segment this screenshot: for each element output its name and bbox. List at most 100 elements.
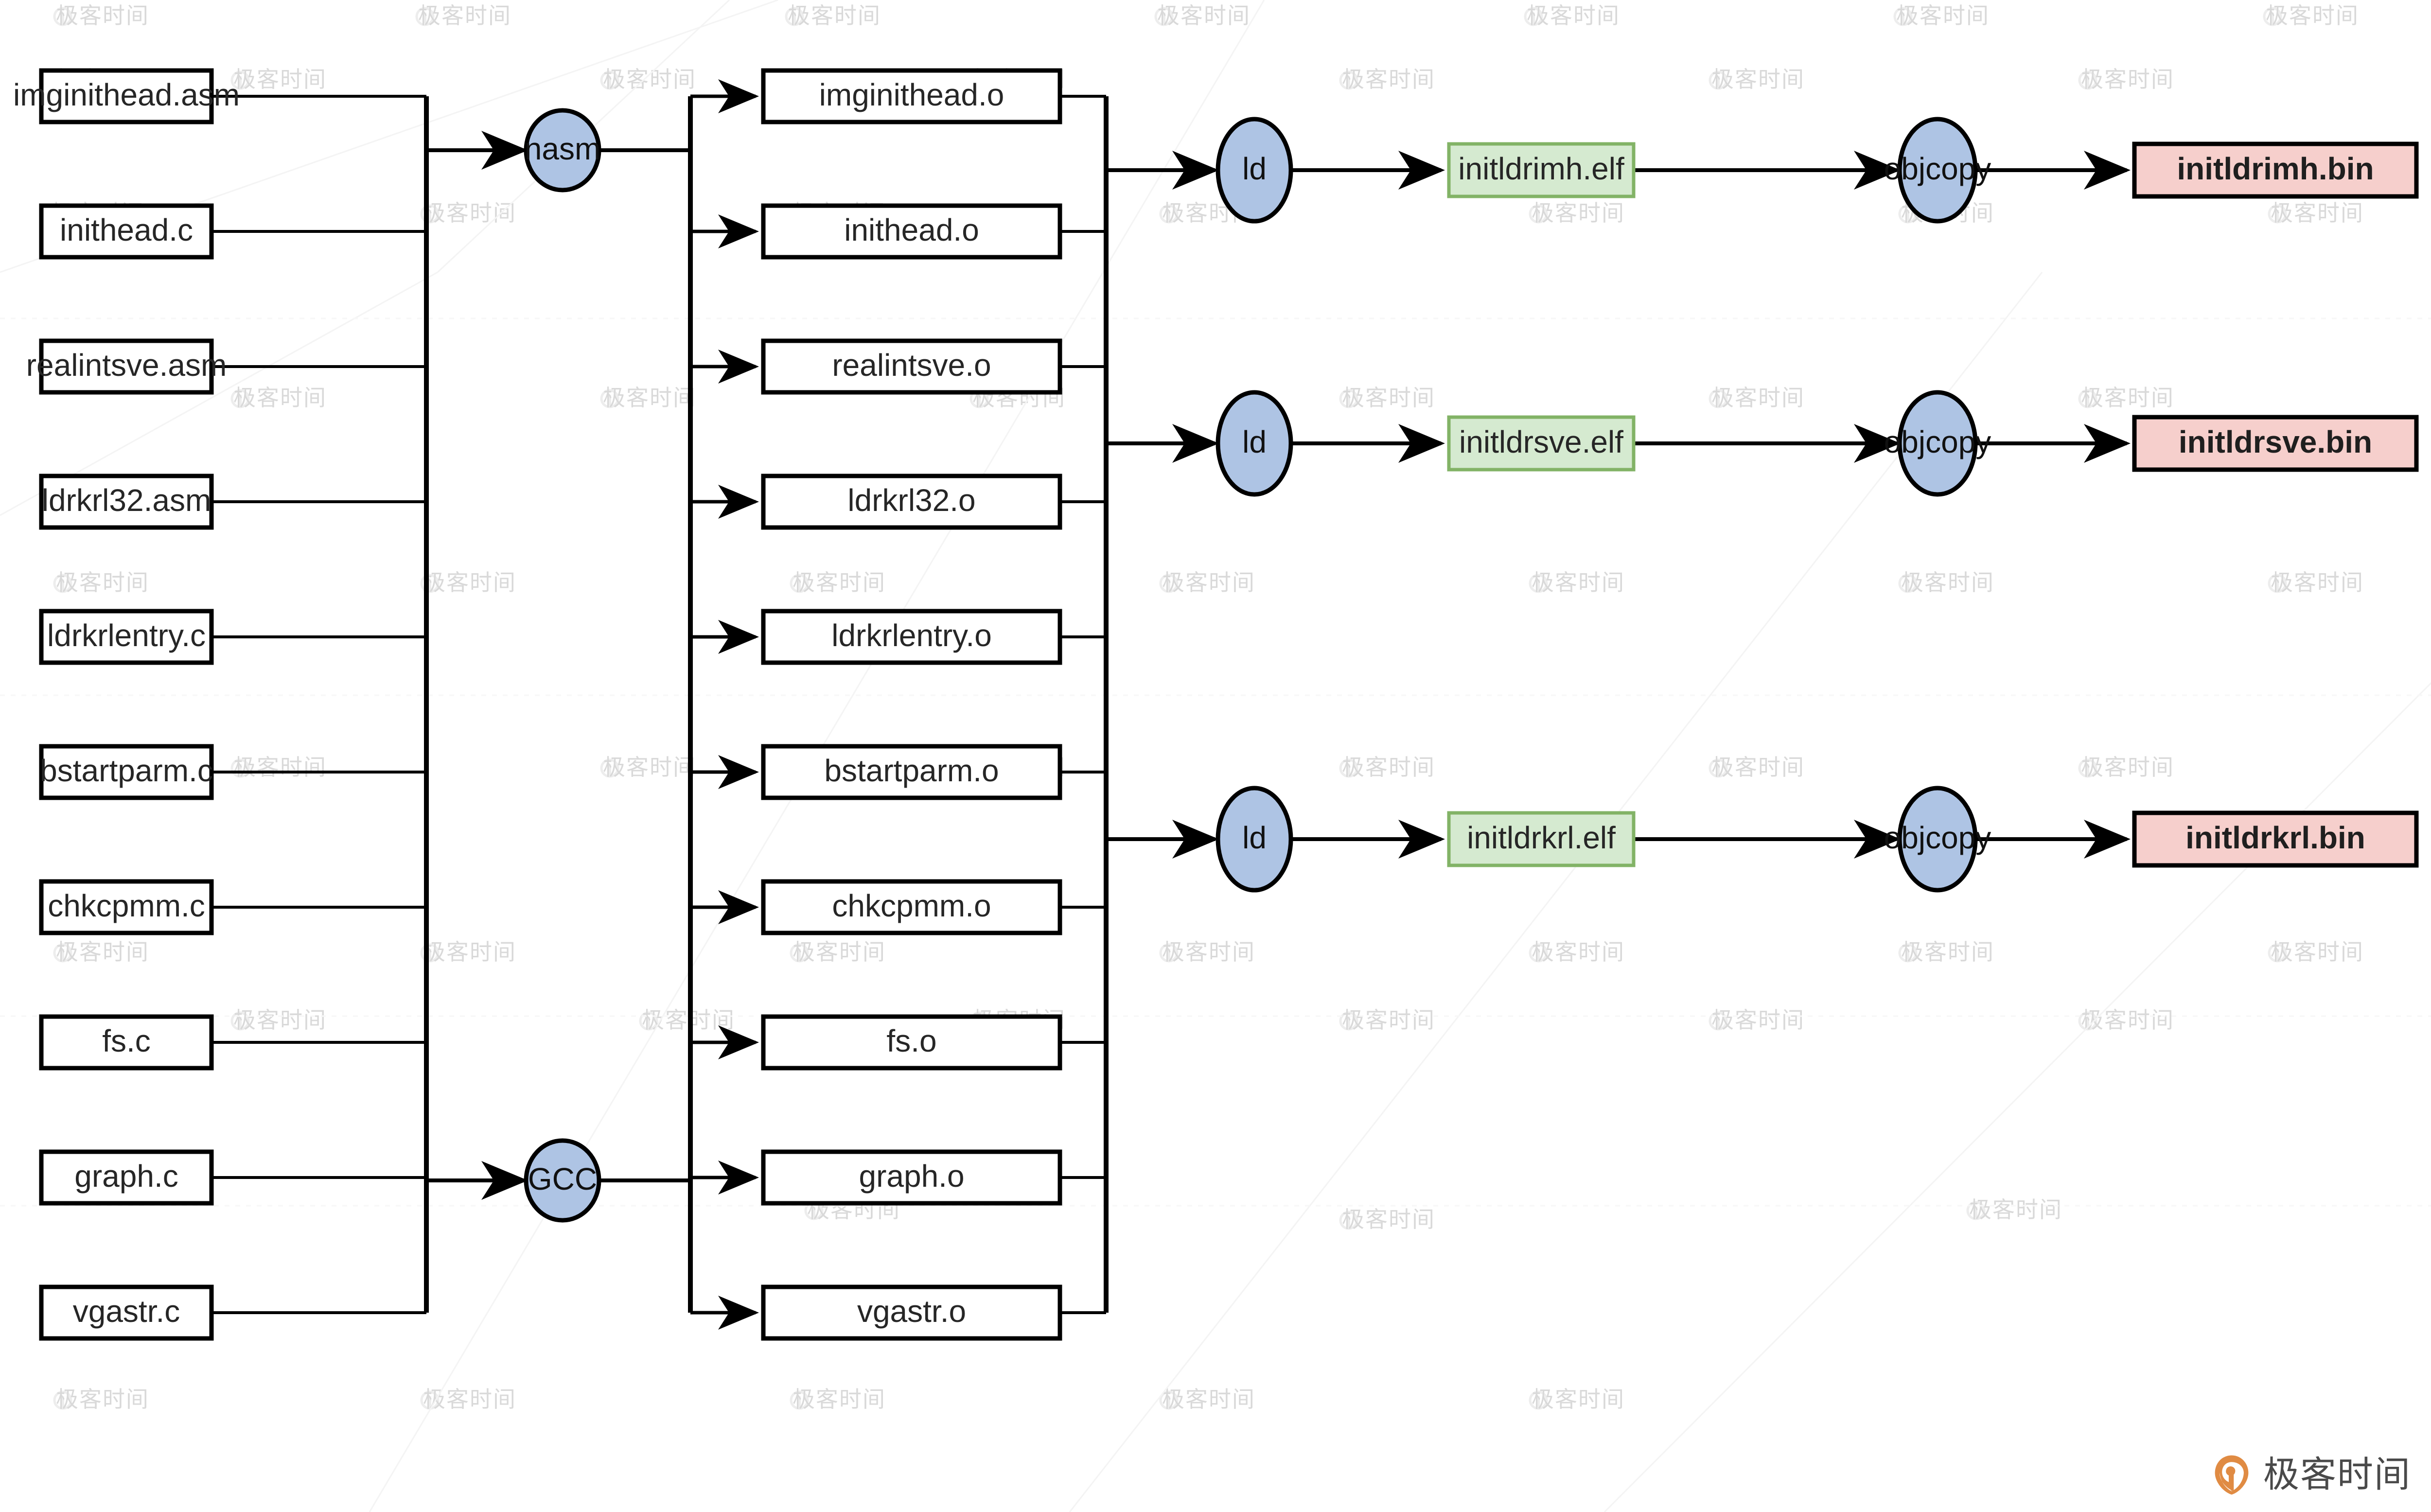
watermark-text: 极客时间 [1162, 1387, 1255, 1412]
watermark: 极客时间 [1529, 939, 1624, 965]
watermark: 极客时间 [1709, 755, 1804, 780]
watermark-text: 极客时间 [1969, 1197, 2062, 1222]
bin-output-1[interactable]: initldrsve.bin [2132, 415, 2419, 472]
watermark: 极客时间 [420, 200, 515, 226]
source-file-0[interactable]: imginithead.asm [13, 68, 240, 124]
watermark: 极客时间 [1898, 570, 1994, 595]
elf-output-1[interactable]: initldrsve.elf [1447, 415, 1636, 472]
watermark-text: 极客时间 [2081, 755, 2174, 780]
watermark-text: 极客时间 [1901, 939, 1994, 965]
watermark: 极客时间 [600, 755, 696, 780]
watermark-text: 极客时间 [1342, 385, 1435, 410]
object-file-3[interactable]: ldrkrl32.o [761, 474, 1062, 530]
watermark-text: 极客时间 [1342, 1207, 1435, 1232]
object-file-1[interactable]: inithead.o [761, 203, 1062, 260]
watermark: 极客时间 [230, 1007, 326, 1033]
source-file-7[interactable]: fs.c [39, 1014, 214, 1071]
source-file-3[interactable]: ldrkrl32.asm [39, 474, 214, 530]
watermark-text: 极客时间 [1527, 3, 1620, 28]
watermark-text: 极客时间 [56, 3, 149, 28]
process-ld-2[interactable]: ld [1216, 786, 1293, 893]
brand-name: 极客时间 [2263, 1454, 2411, 1494]
source-file-2-label: realintsve.asm [26, 348, 227, 383]
source-file-1[interactable]: inithead.c [39, 203, 214, 260]
process-gcc[interactable]: GCC [524, 1138, 601, 1223]
watermark-text: 极客时间 [2081, 67, 2174, 92]
bin-output-0-label: initldrimh.bin [2177, 151, 2374, 186]
elf-output-0-label: initldrimh.elf [1458, 151, 1624, 186]
process-ld-2-label: ld [1242, 820, 1267, 855]
watermark-text: 极客时间 [2271, 939, 2364, 965]
watermark-text: 极客时间 [603, 67, 696, 92]
object-file-4[interactable]: ldrkrlentry.o [761, 609, 1062, 665]
watermark: 极客时间 [420, 939, 515, 965]
source-file-5[interactable]: bstartparm.c [39, 744, 214, 800]
watermark: 极客时间 [415, 3, 511, 28]
watermark: 极客时间 [230, 385, 326, 410]
watermark-text: 极客时间 [1532, 200, 1625, 226]
process-ld-0[interactable]: ld [1216, 117, 1293, 224]
source-file-5-label: bstartparm.c [40, 753, 213, 788]
watermark-text: 极客时间 [793, 1387, 886, 1412]
watermark: 极客时间 [1159, 570, 1254, 595]
watermark: 极客时间 [790, 570, 886, 595]
watermark: 极客时间 [600, 385, 695, 410]
watermark: 极客时间 [53, 939, 148, 965]
source-file-2[interactable]: realintsve.asm [26, 338, 227, 395]
watermark: 极客时间 [2078, 1007, 2173, 1033]
source-file-4-label: ldrkrlentry.c [47, 618, 206, 653]
source-file-4[interactable]: ldrkrlentry.c [39, 609, 214, 665]
object-file-0[interactable]: imginithead.o [761, 68, 1062, 124]
watermark: 极客时间 [1339, 755, 1435, 780]
process-gcc-label: GCC [528, 1161, 597, 1196]
object-file-2[interactable]: realintsve.o [761, 338, 1062, 395]
watermark: 极客时间 [2268, 200, 2363, 226]
source-file-6-label: chkcpmm.c [48, 888, 205, 923]
source-file-8[interactable]: graph.c [39, 1149, 214, 1206]
object-file-8[interactable]: graph.o [761, 1149, 1062, 1206]
object-file-6[interactable]: chkcpmm.o [761, 879, 1062, 935]
watermark: 极客时间 [53, 3, 149, 28]
object-file-6-label: chkcpmm.o [832, 888, 991, 923]
process-nasm[interactable]: nasm [524, 108, 601, 193]
process-objcopy-2-label: objcopy [1884, 820, 1991, 855]
watermark-text: 极客时间 [793, 570, 886, 595]
watermark-text: 极客时间 [56, 570, 149, 595]
process-ld-1-label: ld [1242, 424, 1267, 459]
object-file-0-label: imginithead.o [819, 77, 1004, 112]
watermark-text: 极客时间 [1342, 1007, 1435, 1033]
process-objcopy-2[interactable]: objcopy [1884, 786, 1991, 893]
watermark: 极客时间 [1529, 200, 1625, 226]
process-objcopy-1[interactable]: objcopy [1884, 390, 1991, 497]
bin-output-2-label: initldrkrl.bin [2185, 820, 2365, 855]
watermark-text: 极客时间 [1901, 570, 1994, 595]
source-file-9[interactable]: vgastr.c [39, 1284, 214, 1341]
object-file-9[interactable]: vgastr.o [761, 1284, 1062, 1341]
watermark: 极客时间 [1339, 385, 1435, 410]
watermark: 极客时间 [53, 570, 149, 595]
process-ld-1[interactable]: ld [1216, 390, 1293, 497]
watermark-text: 极客时间 [233, 755, 327, 780]
elf-output-0[interactable]: initldrimh.elf [1447, 142, 1636, 198]
object-file-9-label: vgastr.o [857, 1294, 966, 1329]
source-file-3-label: ldrkrl32.asm [42, 483, 211, 518]
watermark-text: 极客时间 [1532, 1387, 1625, 1412]
object-file-7-label: fs.o [886, 1023, 936, 1058]
watermark: 极客时间 [2078, 67, 2174, 92]
watermark: 极客时间 [1529, 570, 1624, 595]
object-file-7[interactable]: fs.o [761, 1014, 1062, 1071]
elf-output-2[interactable]: initldrkrl.elf [1447, 811, 1636, 867]
source-file-6[interactable]: chkcpmm.c [39, 879, 214, 935]
watermark-text: 极客时间 [1342, 755, 1435, 780]
process-objcopy-0[interactable]: objcopy [1884, 117, 1991, 224]
watermark: 极客时间 [1339, 1207, 1435, 1232]
watermark-text: 极客时间 [423, 570, 516, 595]
watermark-text: 极客时间 [603, 755, 696, 780]
bin-output-0[interactable]: initldrimh.bin [2132, 141, 2419, 199]
source-file-8-label: graph.c [74, 1159, 178, 1194]
watermark-text: 极客时间 [1342, 67, 1435, 92]
object-file-5[interactable]: bstartparm.o [761, 744, 1062, 800]
bin-output-2[interactable]: initldrkrl.bin [2132, 810, 2419, 868]
